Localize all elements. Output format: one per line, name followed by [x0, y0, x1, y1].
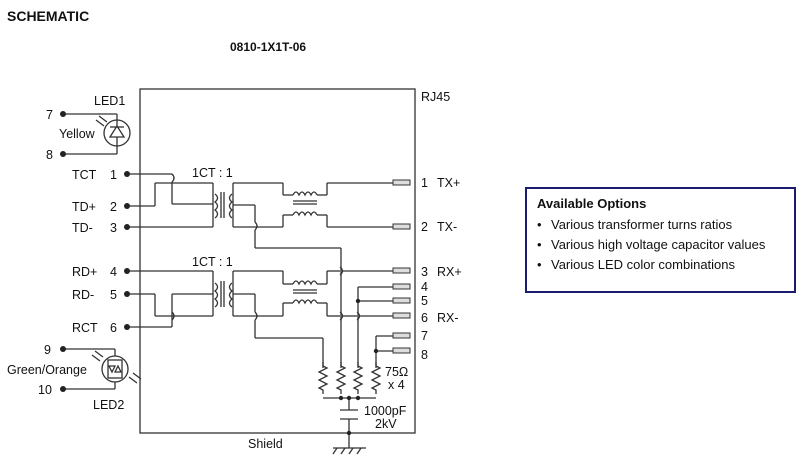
tx-transformer-ratio: 1CT : 1 — [192, 166, 233, 180]
right-pin-name-6: RX- — [437, 311, 459, 325]
module-outline — [139, 88, 416, 434]
left-pin-name-5: RD- — [72, 288, 94, 302]
left-pin-num-4: 4 — [110, 265, 117, 279]
capacitor-voltage: 2kV — [375, 417, 397, 431]
led2-label: LED2 — [93, 398, 124, 412]
right-pin-name-2: TX- — [437, 220, 457, 234]
led1-pin-8: 8 — [46, 148, 53, 162]
left-pin-num-6: 6 — [110, 321, 117, 335]
termination-resistors — [317, 362, 382, 394]
part-number: 0810-1X1T-06 — [230, 40, 307, 54]
resistor-count: x 4 — [388, 378, 405, 392]
led1-pin-7: 7 — [46, 108, 53, 122]
option-item: • Various LED color combinations — [537, 257, 784, 272]
led2-pin-9: 9 — [44, 343, 51, 357]
option-text: Various LED color combinations — [551, 257, 736, 272]
option-item: • Various transformer turns ratios — [537, 217, 784, 232]
contact-2 — [392, 223, 411, 230]
contact-5 — [392, 297, 411, 304]
right-pin-num-1: 1 — [421, 176, 428, 190]
left-pin-name-3: TD- — [72, 221, 93, 235]
resistor-value: 75Ω — [385, 365, 408, 379]
options-heading: Available Options — [537, 196, 647, 211]
contact-7 — [392, 332, 411, 339]
option-text: Various transformer turns ratios — [551, 217, 733, 232]
right-pin-num-2: 2 — [421, 220, 428, 234]
bullet: • — [537, 257, 542, 272]
left-pin-num-3: 3 — [110, 221, 117, 235]
led1-symbol — [63, 113, 131, 155]
contact-4 — [392, 283, 411, 290]
contact-3 — [392, 267, 411, 274]
right-pin-num-6: 6 — [421, 311, 428, 325]
option-item: • Various high voltage capacitor values — [537, 237, 784, 252]
right-pin-num-3: 3 — [421, 265, 428, 279]
contact-8 — [392, 347, 411, 354]
option-text: Various high voltage capacitor values — [551, 237, 766, 252]
bullet: • — [537, 217, 542, 232]
contact-1 — [392, 179, 411, 186]
led2-color: Green/Orange — [7, 363, 87, 377]
available-options-box: Available Options • Various transformer t… — [525, 187, 796, 293]
shield-label: Shield — [248, 437, 283, 451]
left-pin-num-5: 5 — [110, 288, 117, 302]
right-pin-name-1: TX+ — [437, 176, 460, 190]
rx-transformer-ratio: 1CT : 1 — [192, 255, 233, 269]
page-title: SCHEMATIC — [7, 8, 90, 24]
left-pin-num-2: 2 — [110, 200, 117, 214]
right-pin-name-3: RX+ — [437, 265, 462, 279]
right-pin-num-4: 4 — [421, 280, 428, 294]
left-pin-name-2: TD+ — [72, 200, 96, 214]
bullet: • — [537, 237, 542, 252]
left-pin-num-1: 1 — [110, 168, 117, 182]
left-pin-name-4: RD+ — [72, 265, 97, 279]
right-pin-num-5: 5 — [421, 294, 428, 308]
right-pin-num-8: 8 — [421, 348, 428, 362]
left-pin-name-6: RCT — [72, 321, 98, 335]
contact-6 — [392, 312, 411, 319]
left-pin-name-1: TCT — [72, 168, 97, 182]
connector-label: RJ45 — [421, 90, 450, 104]
right-pin-num-7: 7 — [421, 329, 428, 343]
led2-symbol — [63, 348, 142, 390]
led1-label: LED1 — [94, 94, 125, 108]
led2-pin-10: 10 — [38, 383, 52, 397]
capacitor-value: 1000pF — [364, 404, 407, 418]
led1-color: Yellow — [59, 127, 96, 141]
